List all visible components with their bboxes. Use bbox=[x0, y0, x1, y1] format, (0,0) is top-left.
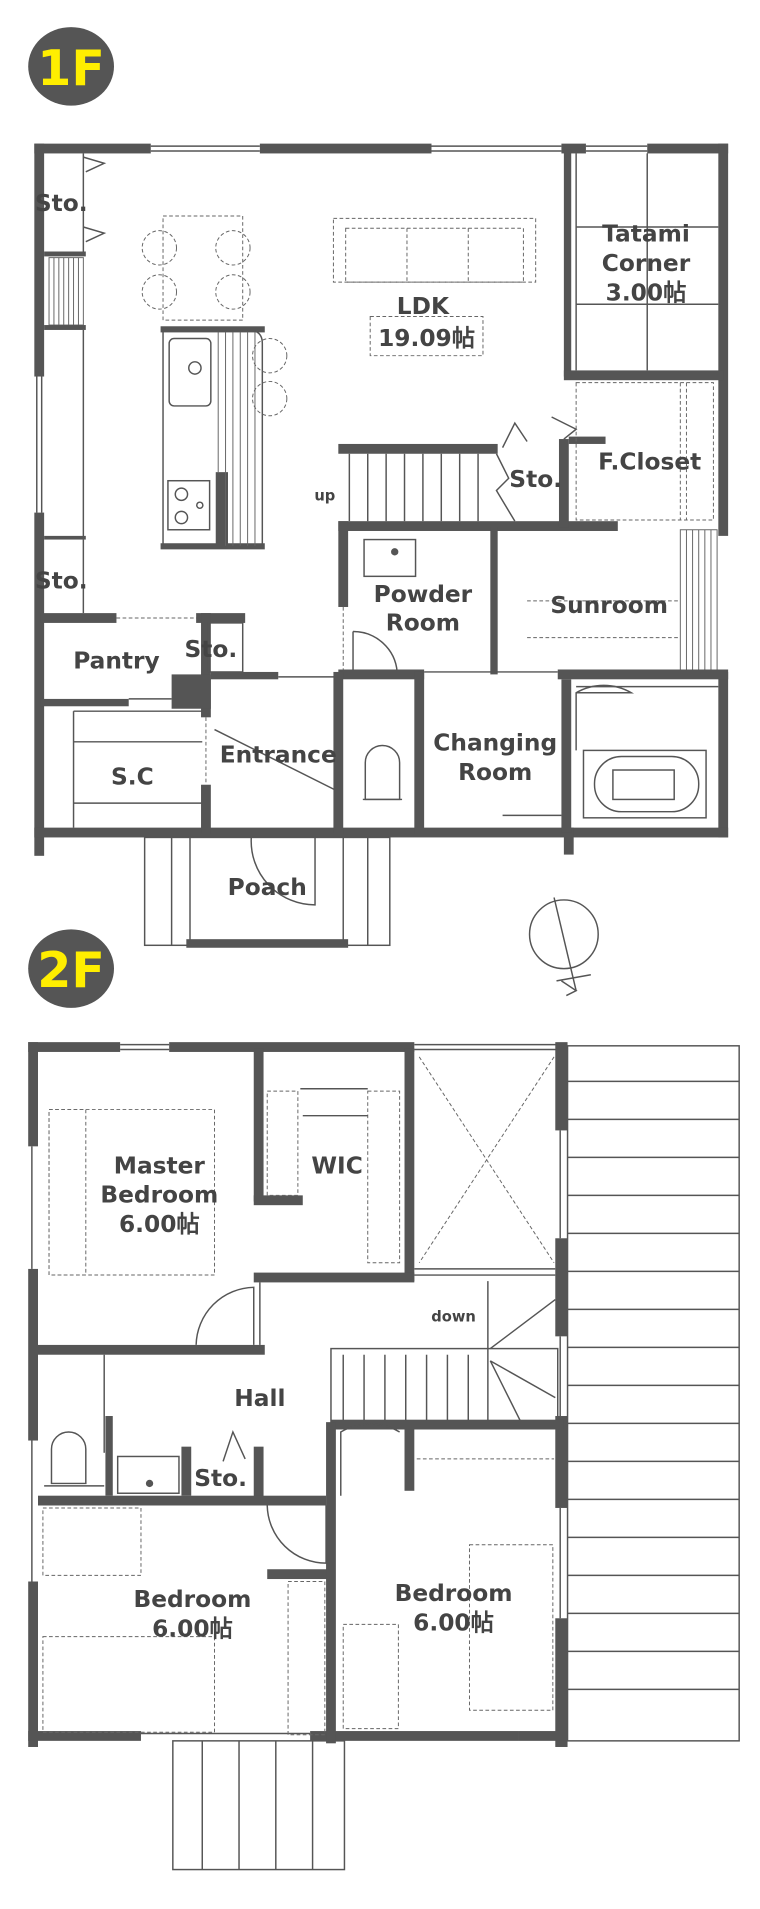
room-label-bedroom: Bedroom bbox=[395, 1580, 513, 1607]
svg-text:1F: 1F bbox=[37, 39, 105, 97]
room-label-sto: Sto. bbox=[35, 568, 88, 595]
balcony-decking bbox=[566, 1045, 740, 1742]
room-label-hall: Hall bbox=[234, 1385, 285, 1412]
compass-icon bbox=[528, 897, 599, 997]
stairwell-void bbox=[414, 1056, 556, 1276]
room-label-master-bedroom: Master bbox=[114, 1152, 206, 1179]
floor-2-labels: Master Bedroom 6.00帖 WIC down Hall Sto. … bbox=[100, 1152, 512, 1642]
poach-steps bbox=[143, 836, 391, 948]
floor-1-labels: Sto. Sto. Tatami Corner 3.00帖 LDK 19.09帖… bbox=[35, 190, 701, 901]
room-label-bedroom: Bedroom bbox=[133, 1586, 251, 1613]
room-label-master-bedroom-area: 6.00帖 bbox=[119, 1211, 200, 1238]
sunroom-window bbox=[679, 529, 718, 673]
room-label-ldk: LDK bbox=[397, 293, 450, 320]
room-label-entrance: Entrance bbox=[220, 742, 337, 769]
floor-1-walls bbox=[34, 143, 729, 997]
room-label-powder: Room bbox=[386, 609, 460, 636]
room-label-sto: Sto. bbox=[35, 190, 88, 217]
room-label-sto: Sto. bbox=[194, 1465, 247, 1492]
shelf-hatching bbox=[48, 257, 84, 326]
room-label-tatami: Corner bbox=[602, 250, 691, 277]
room-label-powder: Powder bbox=[374, 581, 473, 608]
dining-set bbox=[141, 215, 288, 417]
room-label-sto: Sto. bbox=[509, 466, 562, 493]
sofa bbox=[332, 217, 537, 283]
room-label-poach: Poach bbox=[228, 874, 307, 901]
room-label-wic: WIC bbox=[311, 1152, 362, 1179]
room-label-changing: Room bbox=[458, 759, 532, 786]
stairs-down-label: down bbox=[431, 1309, 476, 1326]
toilet-2f bbox=[44, 1431, 105, 1487]
stairs-2f bbox=[330, 1281, 559, 1423]
floor-2-walls bbox=[28, 1042, 740, 1871]
rug-marker bbox=[369, 315, 484, 357]
room-label-tatami: Tatami bbox=[602, 221, 690, 248]
room-label-sc: S.C bbox=[111, 764, 154, 791]
exterior-steps bbox=[172, 1740, 346, 1871]
stairs-1f bbox=[348, 421, 528, 522]
room-label-pantry: Pantry bbox=[73, 647, 160, 674]
room-label-ldk-area: 19.09帖 bbox=[378, 325, 475, 352]
floor-2-badge: 2F bbox=[28, 929, 114, 1008]
toilet-1f bbox=[362, 744, 403, 801]
kitchen-counter bbox=[160, 326, 265, 550]
room-label-sto: Sto. bbox=[184, 636, 237, 663]
floor-1-badge: 1F bbox=[28, 27, 114, 106]
stairs-up-label: up bbox=[314, 487, 335, 504]
room-label-changing: Changing bbox=[433, 729, 557, 756]
room-label-master-bedroom: Bedroom bbox=[100, 1182, 218, 1209]
room-label-bedroom-area: 6.00帖 bbox=[413, 1610, 494, 1637]
room-label-tatami-area: 3.00帖 bbox=[606, 280, 687, 307]
room-label-bedroom-area: 6.00帖 bbox=[152, 1616, 233, 1643]
room-label-f-closet: F.Closet bbox=[598, 449, 701, 476]
room-label-sunroom: Sunroom bbox=[550, 592, 668, 619]
svg-text:2F: 2F bbox=[37, 941, 105, 999]
